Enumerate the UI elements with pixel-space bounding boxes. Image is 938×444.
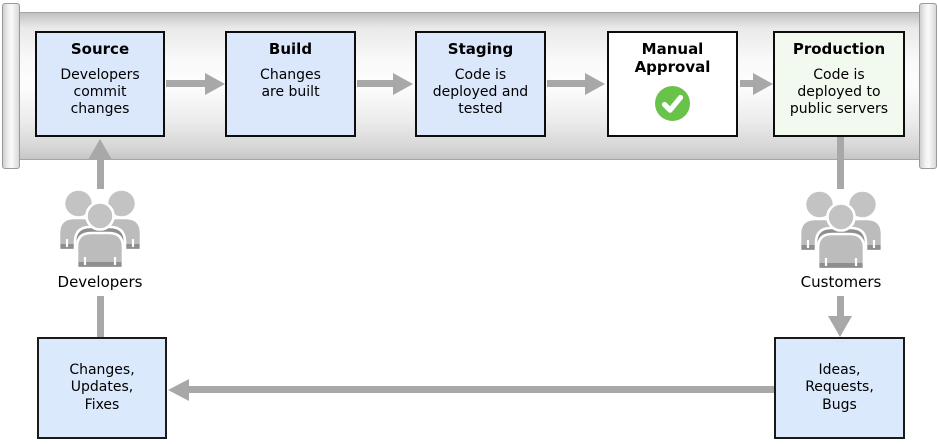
actor-label-developers: Developers xyxy=(57,273,143,291)
people-group-icon xyxy=(793,187,889,275)
people-group-icon xyxy=(52,186,148,274)
stage-title: Build xyxy=(268,40,313,58)
stage-description: Developers commit changes xyxy=(60,67,140,118)
pipeline-cap-left xyxy=(2,3,20,169)
feedback-box-ideas: Ideas, Requests, Bugs xyxy=(774,337,905,439)
check-circle-icon xyxy=(609,85,736,126)
feedback-box-text: Changes, Updates, Fixes xyxy=(69,361,135,413)
stage-title: Staging xyxy=(447,40,514,58)
actor-label-customers: Customers xyxy=(800,273,882,291)
pipeline-cap-right xyxy=(919,3,937,169)
stage-title: Production xyxy=(792,40,886,58)
stage-description: Code is deployed to public servers xyxy=(789,67,889,118)
stage-description: Code is deployed and tested xyxy=(432,67,529,118)
feedback-box-changes: Changes, Updates, Fixes xyxy=(37,337,167,439)
stage-title: Manual Approval xyxy=(634,40,711,76)
feedback-box-text: Ideas, Requests, Bugs xyxy=(805,361,874,413)
stage-description: Changes are built xyxy=(260,67,321,101)
stage-production: Production Code is deployed to public se… xyxy=(773,31,905,137)
stage-build: Build Changes are built xyxy=(225,31,356,137)
stage-title: Source xyxy=(70,40,130,58)
stage-staging: Staging Code is deployed and tested xyxy=(415,31,546,137)
stage-source: Source Developers commit changes xyxy=(35,31,165,137)
stage-manual-approval: Manual Approval xyxy=(607,31,738,137)
